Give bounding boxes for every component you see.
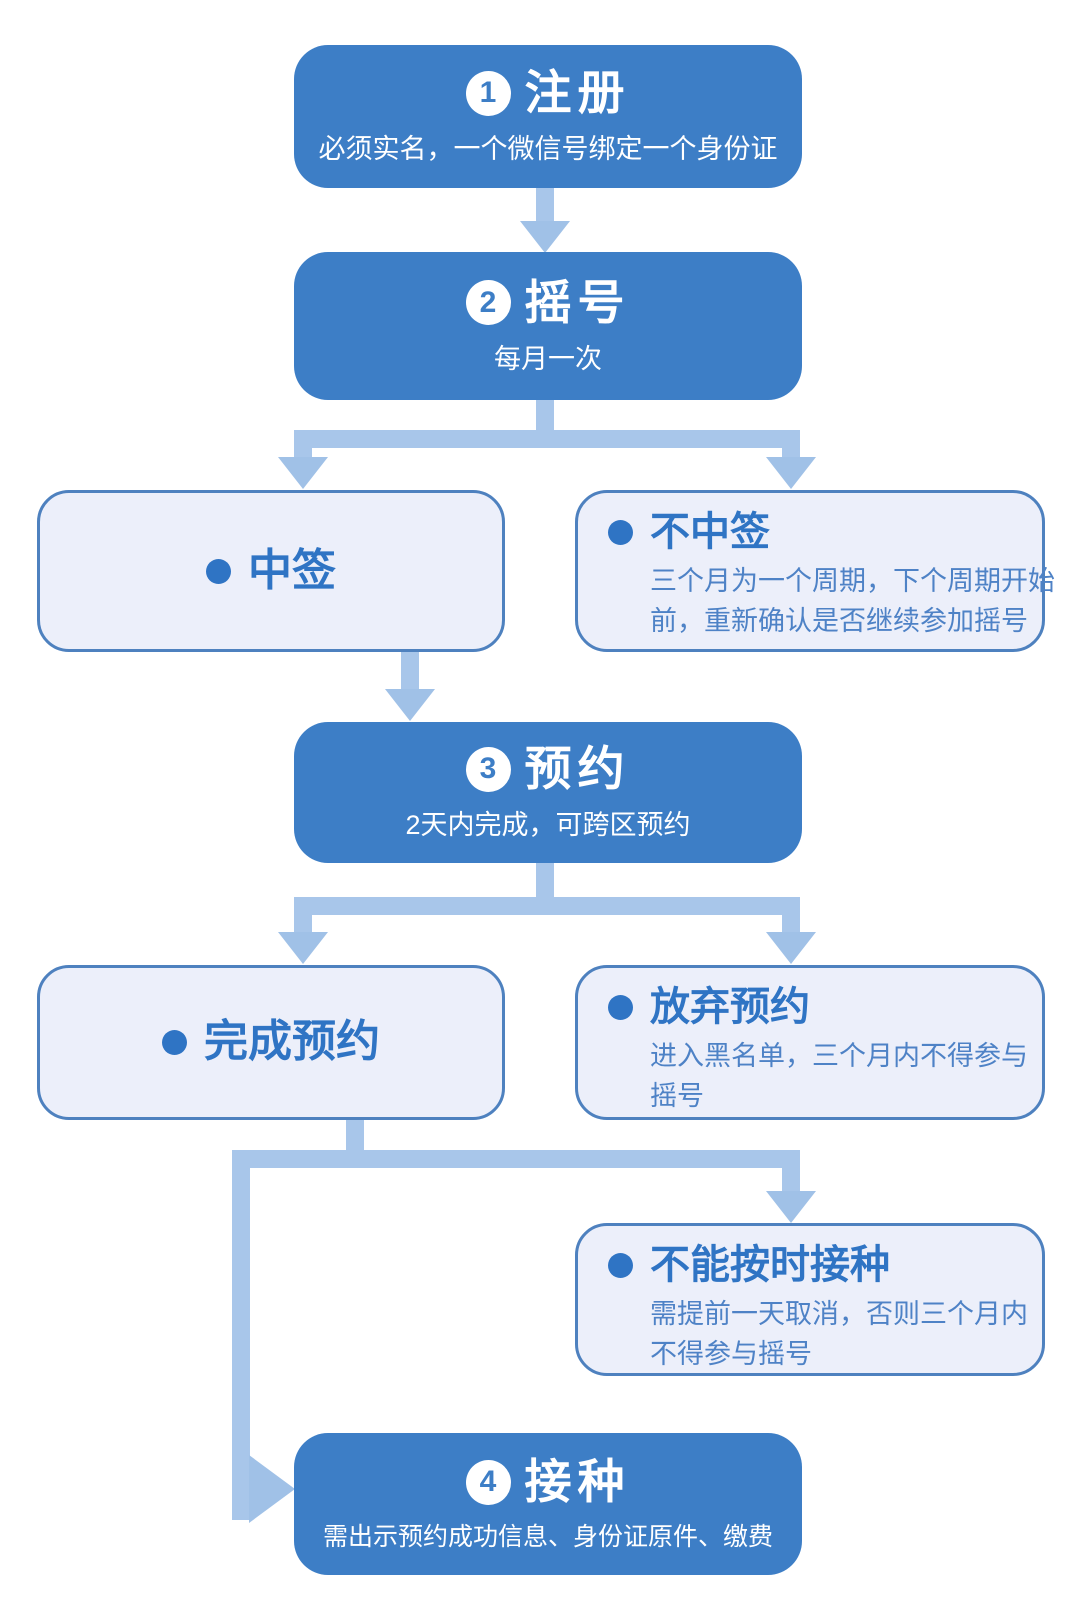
step-subtitle: 需出示预约成功信息、身份证原件、缴费 <box>322 1522 773 1551</box>
connector-arrowhead-down <box>278 457 328 489</box>
outcome-body: 需提前一天取消，否则三个月内 不得参与摇号 <box>650 1294 1028 1374</box>
outcome-title: 放弃预约 <box>650 985 810 1029</box>
outcome-title: 不能按时接种 <box>650 1243 890 1287</box>
connector-arrowhead-down <box>385 689 435 721</box>
outcome-title: 不中签 <box>650 510 770 554</box>
step-lottery-title-row: 2 摇号 <box>465 275 631 329</box>
step-title: 摇号 <box>524 275 631 329</box>
step-title: 预约 <box>524 742 631 796</box>
step-box-register: 1 注册 必须实名，一个微信号绑定一个身份证 <box>294 45 802 188</box>
step-subtitle: 2天内完成，可跨区预约 <box>405 810 691 841</box>
connector-lottery-split-stem <box>536 400 554 430</box>
connector-lottery-split-bar <box>294 430 800 448</box>
connector-arrowhead-right <box>249 1455 295 1523</box>
bullet-dot-icon <box>162 1030 187 1055</box>
outcome-title: 中签 <box>248 545 336 595</box>
outcome-miss-title-row: 不能按时接种 <box>608 1242 1018 1288</box>
step-title: 接种 <box>524 1455 631 1509</box>
outcome-body-line: 不得参与摇号 <box>650 1339 812 1369</box>
outcome-body-line: 需提前一天取消，否则三个月内 <box>650 1299 1028 1329</box>
step-appointment-title-row: 3 预约 <box>465 742 631 796</box>
connector-lottery-to-win <box>294 448 312 458</box>
connector-complete-split-bar <box>232 1150 800 1168</box>
connector-win-to-appointment <box>401 652 419 690</box>
step-subtitle: 每月一次 <box>494 343 602 374</box>
connector-lottery-to-lose <box>782 448 800 458</box>
connector-arrowhead-down <box>766 932 816 964</box>
outcome-lose-title-row: 不中签 <box>608 509 1018 555</box>
connector-appointment-to-complete <box>294 915 312 933</box>
connector-complete-stem <box>346 1120 364 1150</box>
step-vaccinate-title-row: 4 接种 <box>465 1455 631 1509</box>
step-number-badge: 3 <box>465 746 511 792</box>
step-box-appointment: 3 预约 2天内完成，可跨区预约 <box>294 722 802 863</box>
connector-arrowhead-down <box>278 932 328 964</box>
outcome-title: 完成预约 <box>204 1017 380 1067</box>
outcome-body-line: 前，重新确认是否继续参加摇号 <box>650 606 1028 636</box>
step-box-vaccinate: 4 接种 需出示预约成功信息、身份证原件、缴费 <box>294 1433 802 1575</box>
step-register-title-row: 1 注册 <box>465 66 631 120</box>
step-box-lottery: 2 摇号 每月一次 <box>294 252 802 400</box>
step-number-badge: 2 <box>465 280 511 326</box>
outcome-abandon-title-row: 放弃预约 <box>608 984 1018 1030</box>
bullet-dot-icon <box>206 558 231 584</box>
outcome-body-line: 进入黑名单，三个月内不得参与 <box>650 1041 1028 1071</box>
connector-register-to-lottery <box>536 188 554 222</box>
bullet-dot-icon <box>608 994 633 1020</box>
connector-arrowhead-down <box>766 457 816 489</box>
outcome-box-lose: 不中签 三个月为一个周期，下个周期开始 前，重新确认是否继续参加摇号 <box>575 490 1055 652</box>
outcome-box-complete: 完成预约 <box>37 965 505 1120</box>
bullet-dot-icon <box>608 519 633 545</box>
outcome-body-line: 摇号 <box>650 1081 704 1111</box>
step-number-badge: 4 <box>465 1459 511 1505</box>
connector-appointment-split-stem <box>536 863 554 897</box>
outcome-box-abandon: 放弃预约 进入黑名单，三个月内不得参与 摇号 <box>575 965 1045 1120</box>
step-number-badge: 1 <box>465 70 511 116</box>
outcome-win-title-row: 中签 <box>206 546 336 597</box>
outcome-complete-title-row: 完成预约 <box>162 1017 380 1068</box>
outcome-body: 三个月为一个周期，下个周期开始 前，重新确认是否继续参加摇号 <box>650 561 1055 641</box>
connector-arrowhead-down <box>520 221 570 253</box>
connector-complete-to-miss <box>782 1168 800 1192</box>
connector-appointment-split-bar <box>294 897 800 915</box>
outcome-body-line: 三个月为一个周期，下个周期开始 <box>650 566 1055 596</box>
outcome-box-miss: 不能按时接种 需提前一天取消，否则三个月内 不得参与摇号 <box>575 1223 1045 1376</box>
bullet-dot-icon <box>608 1252 633 1278</box>
connector-arrowhead-down <box>766 1191 816 1223</box>
connector-appointment-to-abandon <box>782 915 800 933</box>
step-title: 注册 <box>524 66 631 120</box>
outcome-body: 进入黑名单，三个月内不得参与 摇号 <box>650 1036 1028 1116</box>
step-subtitle: 必须实名，一个微信号绑定一个身份证 <box>318 134 778 165</box>
connector-complete-to-vaccinate <box>232 1168 250 1520</box>
outcome-box-win: 中签 <box>37 490 505 652</box>
